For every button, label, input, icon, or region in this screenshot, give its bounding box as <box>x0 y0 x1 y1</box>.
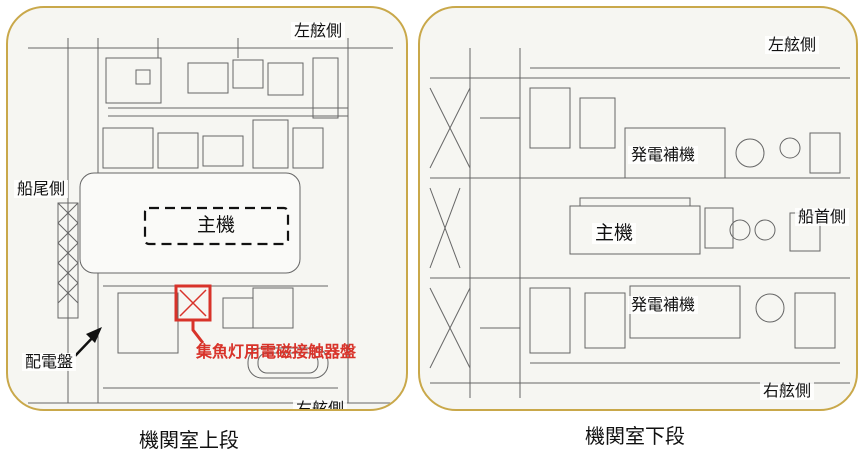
lower-deck-drawing <box>429 48 850 398</box>
lower-deck-caption: 機関室下段 <box>585 424 685 448</box>
lower-aux-generator-top-label: 発電補機 <box>628 146 699 164</box>
lower-main-engine-label: 主機 <box>592 223 637 244</box>
upper-deck-drawing <box>28 38 393 404</box>
upper-main-engine-label: 主機 <box>197 214 236 236</box>
contactor-panel-marker <box>174 284 212 344</box>
lower-starboard-side-label: 右舷側 <box>760 382 815 400</box>
upper-deck-caption: 機関室上段 <box>139 428 239 452</box>
upper-stern-side-label: 船尾側 <box>14 180 69 198</box>
lower-bow-side-label: 船首側 <box>795 208 850 226</box>
upper-deck-panel: 左舷側 船尾側 主機 配電盤 集魚灯用電磁接触器盤 右舷側 <box>6 6 408 411</box>
lower-aux-generator-bottom-label: 発電補機 <box>628 296 699 314</box>
lower-deck-panel: 左舷側 発電補機 船首側 主機 発電補機 右舷側 <box>418 6 858 411</box>
upper-port-side-label: 左舷側 <box>291 22 346 40</box>
upper-starboard-side-label: 右舷側 <box>293 400 348 409</box>
switchboard-label: 配電盤 <box>22 353 77 371</box>
main-engine-outline <box>143 206 290 246</box>
switchboard-arrow <box>74 327 102 357</box>
lower-port-side-label: 左舷側 <box>765 36 820 54</box>
contactor-panel-label: 集魚灯用電磁接触器盤 <box>196 342 357 361</box>
